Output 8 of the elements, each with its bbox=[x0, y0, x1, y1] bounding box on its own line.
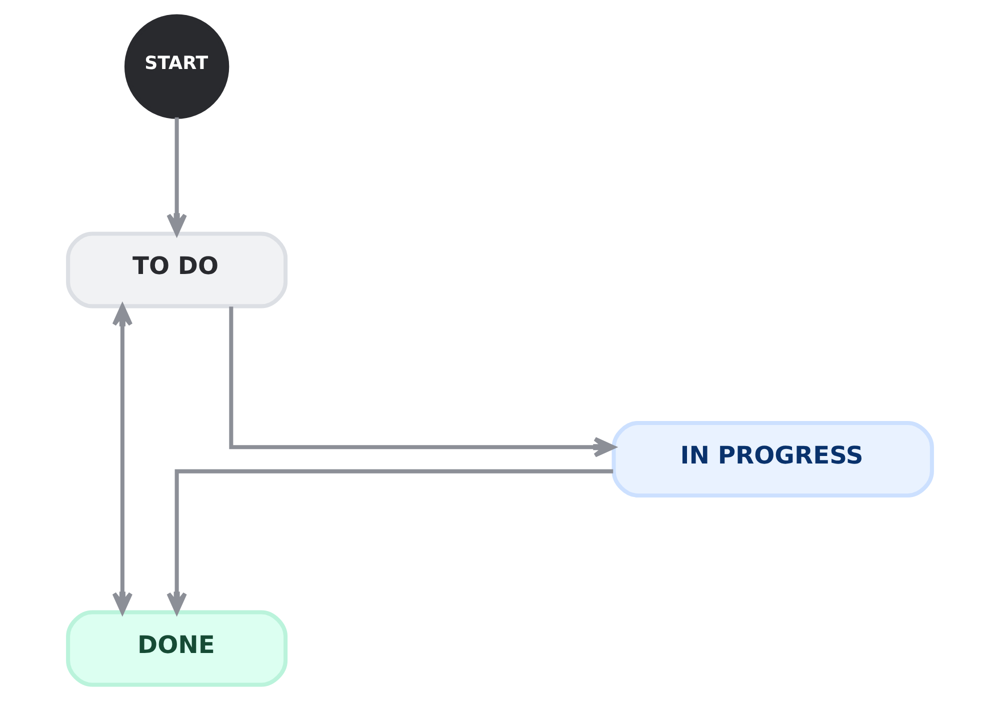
arrow bbox=[166, 469, 613, 614]
arrow bbox=[112, 304, 132, 614]
node-box: DONE bbox=[66, 610, 288, 687]
node-circle: START bbox=[124, 14, 229, 119]
arrow bbox=[166, 117, 186, 236]
node-box: TO DO bbox=[66, 232, 288, 308]
node-box: IN PROGRESS bbox=[611, 420, 934, 498]
arrow bbox=[228, 306, 615, 458]
